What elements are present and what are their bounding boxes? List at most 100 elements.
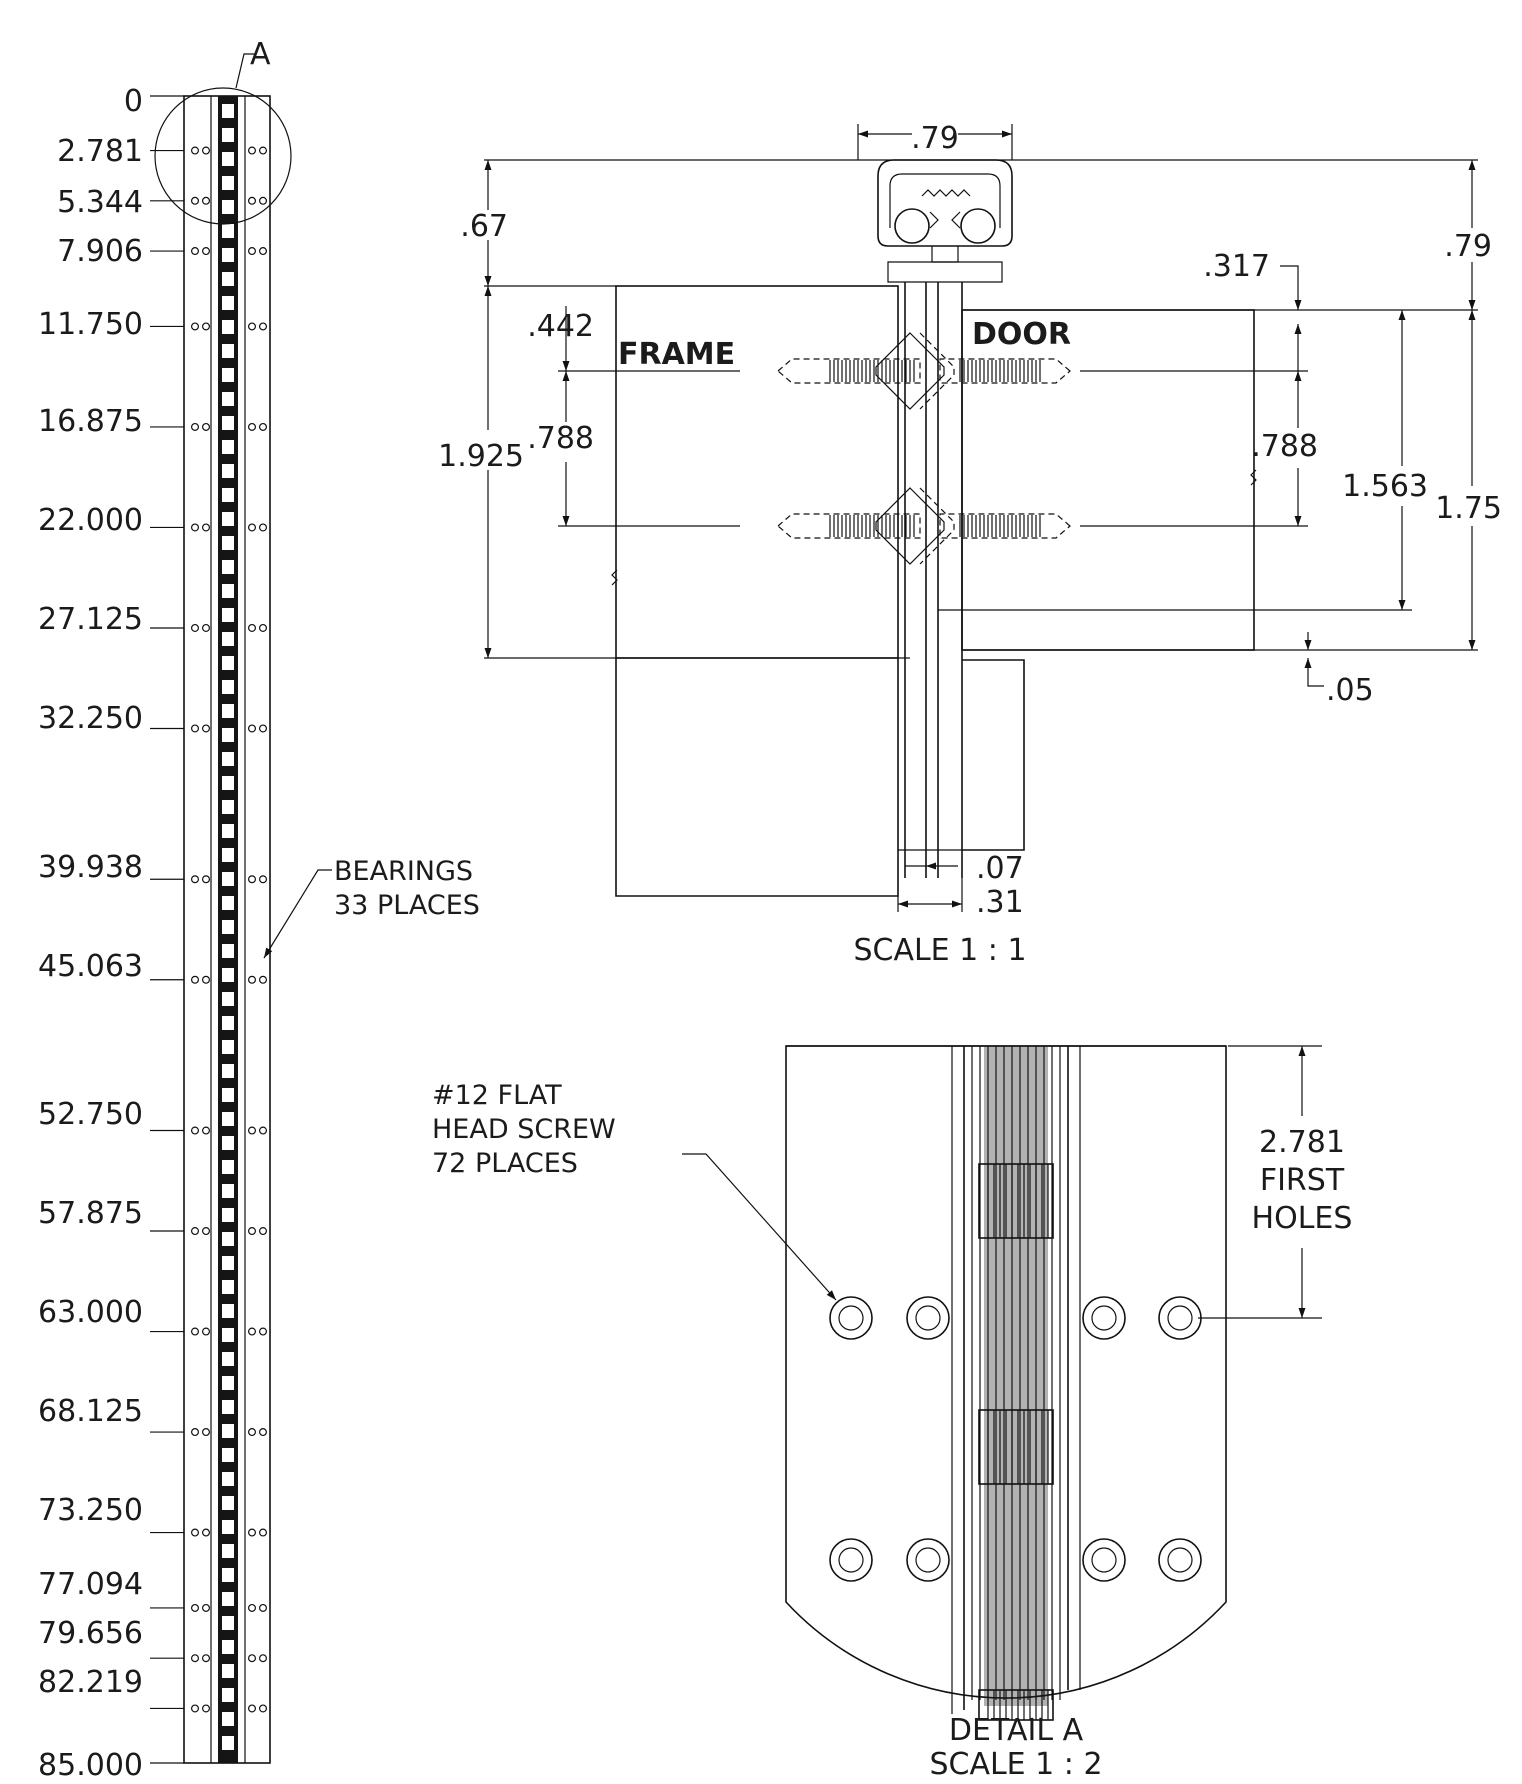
door-break-mark xyxy=(1250,469,1257,486)
knuckle-mark xyxy=(222,1232,234,1246)
knuckle-mark xyxy=(222,1016,234,1030)
hinge-hole xyxy=(202,1654,211,1663)
screw-hole-inner xyxy=(1167,1305,1193,1331)
station-label: 39.938 xyxy=(38,850,143,885)
detail-a-callout-circle xyxy=(154,87,292,225)
hinge-neck xyxy=(931,246,959,263)
dim-line-door-offset xyxy=(1280,265,1302,310)
knuckle-mark xyxy=(222,872,234,886)
dim-hole-spacing-left: .788 xyxy=(527,421,594,456)
hinge-hole xyxy=(248,623,257,632)
knuckle-mark xyxy=(222,176,234,190)
knuckle-shade xyxy=(984,1046,1048,1706)
station-label: 2.781 xyxy=(57,134,143,169)
hinge-hole xyxy=(202,422,211,431)
door-label: DOOR xyxy=(972,317,1071,352)
section-scale: SCALE 1 : 1 xyxy=(853,933,1026,968)
knuckle-mark xyxy=(222,728,234,742)
screw-hole-inner xyxy=(1167,1547,1193,1573)
hinge-hole xyxy=(248,1654,257,1663)
station-label: 5.344 xyxy=(57,185,143,220)
screw-leader xyxy=(682,1153,837,1301)
knuckle-mark xyxy=(222,680,234,694)
dim-right-outer: .79 xyxy=(1444,229,1492,264)
screw-hole-outer xyxy=(829,1538,873,1582)
knuckle-mark xyxy=(222,296,234,310)
hinge-hole xyxy=(248,724,257,733)
knuckle-mark xyxy=(222,800,234,814)
station-label: 22.000 xyxy=(38,503,143,538)
screw-outline xyxy=(939,358,1071,384)
hinge-hole xyxy=(202,247,211,256)
hinge-hole xyxy=(191,975,200,984)
hinge-hole xyxy=(259,1126,268,1135)
hinge-hole xyxy=(259,1603,268,1612)
detail-scale: SCALE 1 : 2 xyxy=(929,1747,1102,1782)
hinge-hole xyxy=(202,1327,211,1336)
hinge-hole xyxy=(202,724,211,733)
knuckle-mark xyxy=(222,584,234,598)
hinge-hole xyxy=(248,875,257,884)
dim-door-overall: 1.75 xyxy=(1435,491,1502,526)
hinge-hole xyxy=(248,1126,257,1135)
hinge-collar xyxy=(887,261,1003,283)
screw-hole-inner xyxy=(915,1547,941,1573)
frame-break-mark xyxy=(611,569,618,586)
screw-label: #12 FLAT xyxy=(432,1080,562,1111)
hinge-hole xyxy=(191,875,200,884)
knuckle-mark xyxy=(222,1688,234,1702)
hinge-hole xyxy=(248,975,257,984)
door-leaf xyxy=(961,309,1255,651)
screw-outline xyxy=(777,358,921,384)
knuckle-mark xyxy=(222,320,234,334)
dim-hole-spacing-right: .788 xyxy=(1251,429,1318,464)
frame-label: FRAME xyxy=(618,337,735,372)
station-label: 32.250 xyxy=(38,701,143,736)
hinge-hole xyxy=(191,1654,200,1663)
knuckle-mark xyxy=(222,824,234,838)
screw-hole-outer xyxy=(829,1296,873,1340)
knuckle-mark xyxy=(222,1568,234,1582)
dim-door-offset: .317 xyxy=(1203,249,1270,284)
knuckle-mark xyxy=(222,1472,234,1486)
knuckle-mark xyxy=(222,1136,234,1150)
screw-countersink xyxy=(875,332,945,410)
hinge-hole-rows xyxy=(191,146,268,1713)
dim-base: .31 xyxy=(976,885,1024,920)
knuckle-mark xyxy=(222,608,234,622)
hinge-hole xyxy=(202,523,211,532)
dim-left-upper: .67 xyxy=(460,209,508,244)
knuckle-mark xyxy=(222,704,234,718)
detail-a-leader xyxy=(235,53,256,89)
hinge-hole xyxy=(248,1704,257,1713)
screw-countersink xyxy=(919,487,955,565)
hinge-hole xyxy=(259,1704,268,1713)
dim-line-gap-bottom xyxy=(1304,658,1324,687)
hinge-hole xyxy=(202,1227,211,1236)
hinge-hole xyxy=(191,523,200,532)
screw-hole-inner xyxy=(838,1305,864,1331)
hinge-hole xyxy=(202,146,211,155)
hinge-hole xyxy=(248,1528,257,1537)
knuckle-mark xyxy=(222,560,234,574)
screw-count: 72 PLACES xyxy=(432,1148,578,1179)
hinge-hole xyxy=(259,623,268,632)
station-label: 57.875 xyxy=(38,1196,143,1231)
knuckle-mark xyxy=(222,1088,234,1102)
knuckle-mark xyxy=(222,1304,234,1318)
hinge-hole xyxy=(191,1428,200,1437)
hinge-hole xyxy=(259,322,268,331)
knuckle-mark xyxy=(222,1040,234,1054)
hinge-hole xyxy=(259,975,268,984)
knuckle-mark xyxy=(222,968,234,982)
hinge-hole xyxy=(202,1126,211,1135)
knuckle-mark xyxy=(222,1736,234,1750)
screw-hole-inner xyxy=(1091,1547,1117,1573)
knuckle-mark xyxy=(222,1328,234,1342)
hinge-hole xyxy=(248,322,257,331)
station-label: 27.125 xyxy=(38,602,143,637)
hinge-hole xyxy=(248,1327,257,1336)
screw-outline xyxy=(939,513,1071,539)
knuckle-mark xyxy=(222,440,234,454)
